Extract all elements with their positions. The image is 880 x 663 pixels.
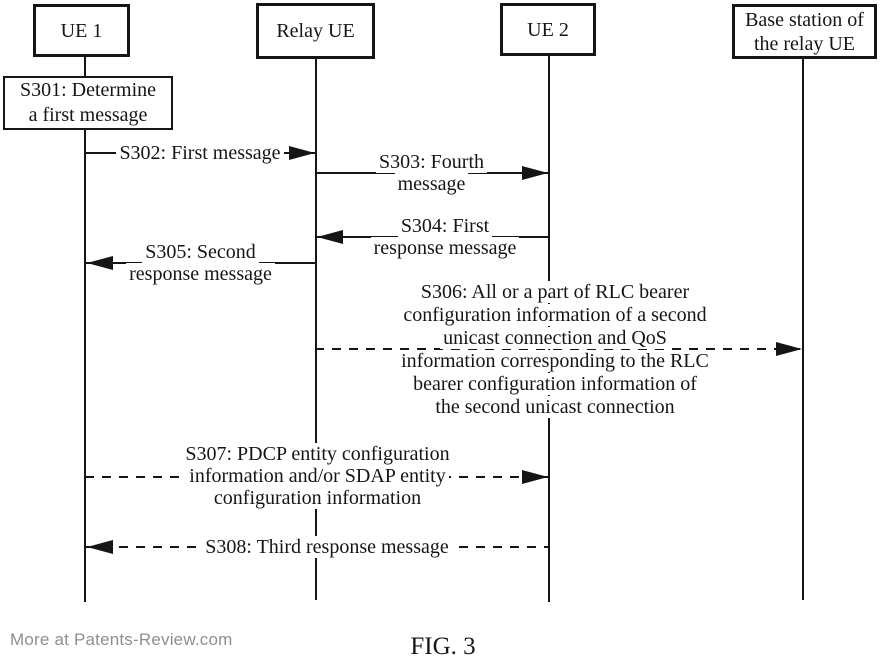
actor-box-ue2: UE 2 [500,3,596,56]
s307-message-label: S307: PDCP entity configuration informat… [125,443,510,509]
s306-text-line1: S306: All or a part of RLC bearer [417,281,693,303]
s303-text-line1: S303: Fourth [375,151,488,173]
s306-text-line5: bearer configuration information of [410,373,700,395]
actor-label-base-station-line1: Base station of [745,8,864,31]
s308-message-label: S308: Third response message [162,536,492,558]
s304-arrowhead-left-icon [317,230,343,244]
base-station-lifeline [802,58,804,600]
s302-arrowhead-right-icon [289,146,315,160]
s303-message-label: S303: Fourth message [315,151,548,195]
s303-text-line2: message [394,173,469,195]
s306-message-label: S306: All or a part of RLC bearer config… [325,281,785,419]
figure-caption: FIG. 3 [410,633,476,660]
s305-text-line2: response message [126,263,275,285]
s302-text: S302: First message [116,142,284,164]
s305-message-label: S305: Second response message [88,241,313,285]
s304-message-label: S304: First response message [325,215,565,259]
relay-ue-lifeline [315,58,317,600]
s307-text-line1: S307: PDCP entity configuration [182,443,453,465]
s306-arrowhead-right-icon [776,342,802,356]
s301-line2: a first message [28,104,148,126]
actor-box-base-station: Base station of the relay UE [732,4,877,59]
s303-arrowhead-right-icon [522,166,548,180]
s306-text-line6: the second unicast connection [432,396,678,418]
s308-text: S308: Third response message [202,536,452,558]
watermark-text: More at Patents-Review.com [10,630,233,649]
s307-arrowhead-right-icon [522,470,548,484]
s304-text-line1: S304: First [397,215,493,237]
actor-label-ue2: UE 2 [527,18,569,41]
s304-text-line2: response message [370,237,520,259]
s306-message-line [315,348,802,350]
process-box-s301: S301: Determine a first message [3,76,173,130]
ue1-lifeline [84,130,86,602]
actor-label-relay-ue: Relay UE [276,20,355,42]
s301-line1: S301: Determine [19,79,157,101]
actor-label-base-station-line2: the relay UE [753,32,856,55]
actor-box-relay-ue: Relay UE [256,3,375,59]
ue1-lifeline-upper [84,55,86,76]
s306-text-line2: configuration information of a second [400,304,710,326]
s302-message-label: S302: First message [85,142,315,164]
s305-text-line1: S305: Second [142,241,259,263]
s306-text-line3: unicast connection and QoS [440,327,670,349]
s305-arrowhead-left-icon [87,256,113,270]
s308-arrowhead-left-icon [87,540,113,554]
actor-box-ue1: UE 1 [33,4,130,57]
s307-text-line3: configuration information [210,487,425,509]
s306-text-line4: information corresponding to the RLC [398,350,712,372]
s307-text-line2: information and/or SDAP entity [186,465,449,487]
actor-label-ue1: UE 1 [60,19,103,42]
